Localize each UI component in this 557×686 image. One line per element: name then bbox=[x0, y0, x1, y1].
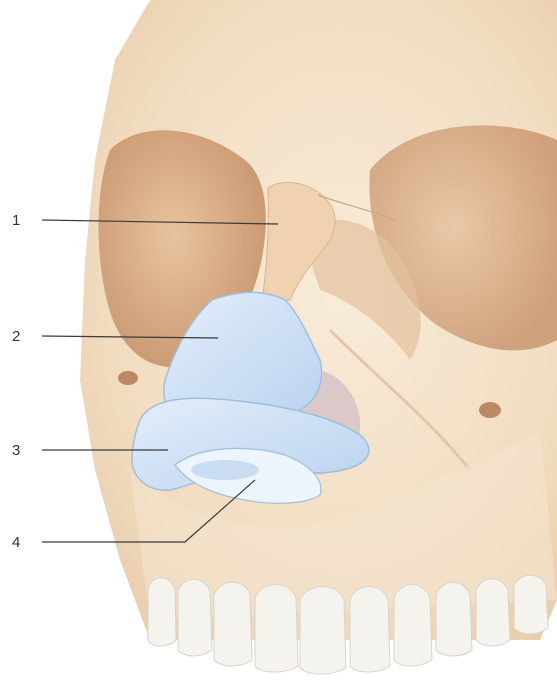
left-infraorbital-foramen bbox=[118, 371, 138, 385]
right-infraorbital-foramen bbox=[479, 402, 501, 418]
label-4: 4 bbox=[12, 534, 20, 551]
tooth bbox=[148, 578, 176, 646]
tooth bbox=[394, 585, 432, 667]
label-2: 2 bbox=[12, 328, 20, 345]
nostril-opening bbox=[191, 460, 259, 480]
tooth bbox=[476, 579, 510, 646]
tooth bbox=[255, 585, 298, 673]
label-3: 3 bbox=[12, 442, 20, 459]
skull-illustration bbox=[80, 0, 557, 640]
label-1: 1 bbox=[12, 212, 20, 229]
tooth bbox=[300, 587, 346, 675]
tooth bbox=[514, 575, 548, 634]
tooth bbox=[178, 579, 212, 656]
tooth bbox=[214, 582, 252, 666]
tooth bbox=[436, 582, 472, 656]
tooth bbox=[350, 587, 390, 673]
